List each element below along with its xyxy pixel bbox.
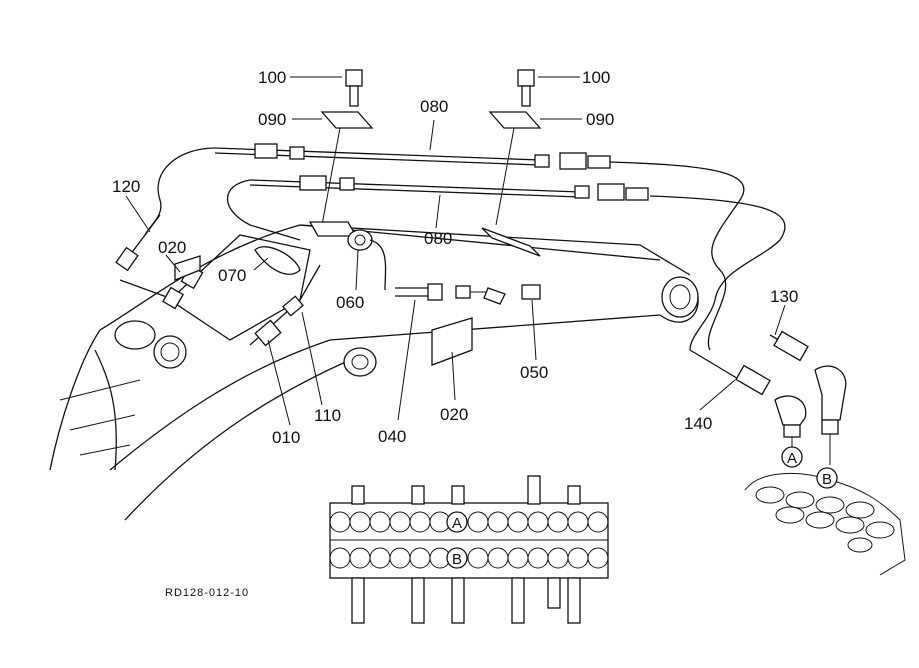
valve-spool-circle	[349, 511, 371, 533]
valve-spool-circle	[467, 547, 489, 569]
valve-spool-circle	[487, 547, 509, 569]
part-labels: 100 100 090 090 080 080 120 020 070 060 …	[112, 68, 798, 447]
figure-code: RD128-012-10	[165, 587, 249, 599]
control-valve	[329, 475, 609, 624]
valve-spool-circle	[587, 511, 609, 533]
label-020-left: 020	[158, 238, 186, 257]
label-050: 050	[520, 363, 548, 382]
label-130: 130	[770, 287, 798, 306]
hose-130	[769, 330, 847, 435]
valve-spool-circle	[369, 511, 391, 533]
clamp-plate-right	[481, 227, 541, 257]
label-080-top: 080	[420, 97, 448, 116]
label-020-bottom: 020	[440, 405, 468, 424]
valve-spool-circle	[527, 547, 549, 569]
label-090-right: 090	[586, 110, 614, 129]
valve-spool-circle	[527, 511, 549, 533]
hose-120	[115, 214, 176, 301]
bolt-100-left	[345, 69, 363, 107]
valve-spool-circle	[467, 511, 489, 533]
clamp-090-left	[320, 111, 374, 226]
valve-spool-circle	[507, 511, 529, 533]
hose-080-upper	[144, 143, 745, 351]
port-labels: A B A B	[446, 446, 838, 569]
valve-spool-circle	[329, 511, 351, 533]
label-090-left: 090	[258, 110, 286, 129]
hose-080-lower	[226, 175, 786, 351]
port-block-detail	[744, 434, 906, 576]
clamp-090-right	[488, 111, 542, 226]
label-080-bottom: 080	[424, 229, 452, 248]
valve-spool-circle	[487, 511, 509, 533]
valve-spool-circle	[567, 547, 589, 569]
bracket-070	[254, 246, 301, 275]
valve-spool-circle	[507, 547, 529, 569]
hose-140	[689, 349, 807, 438]
label-110: 110	[314, 406, 341, 425]
boom-arm-structure	[49, 224, 699, 521]
clamp-060	[347, 229, 387, 291]
valve-spool-circle	[409, 511, 431, 533]
valve-spool-circle	[547, 547, 569, 569]
clamp-plate-left	[308, 221, 358, 237]
port-a-right: A	[787, 450, 797, 467]
valve-spool-circle	[567, 511, 589, 533]
label-010: 010	[272, 428, 300, 447]
valve-spool-circle	[329, 547, 351, 569]
port-a-valve: A	[452, 515, 462, 532]
label-140: 140	[684, 414, 712, 433]
port-b-valve: B	[452, 551, 462, 568]
valve-spool-circle	[547, 511, 569, 533]
port-b-right: B	[822, 471, 832, 488]
valve-spool-circle	[587, 547, 609, 569]
label-060: 060	[336, 293, 364, 312]
hose-010-110	[249, 264, 321, 347]
label-100-left: 100	[258, 68, 286, 87]
bolt-100-right	[517, 69, 535, 107]
leader-lines	[125, 76, 786, 426]
valve-spool-circle	[349, 547, 371, 569]
fitting-assembly-040-050	[395, 283, 541, 366]
valve-spool-circle	[369, 547, 391, 569]
label-120: 120	[112, 177, 140, 196]
label-040: 040	[378, 427, 406, 446]
fittings-020-left	[162, 255, 204, 310]
valve-spool-circle	[389, 547, 411, 569]
valve-spool-circle	[389, 511, 411, 533]
valve-spool-circle	[409, 547, 431, 569]
label-100-right: 100	[582, 68, 610, 87]
label-070: 070	[218, 266, 246, 285]
